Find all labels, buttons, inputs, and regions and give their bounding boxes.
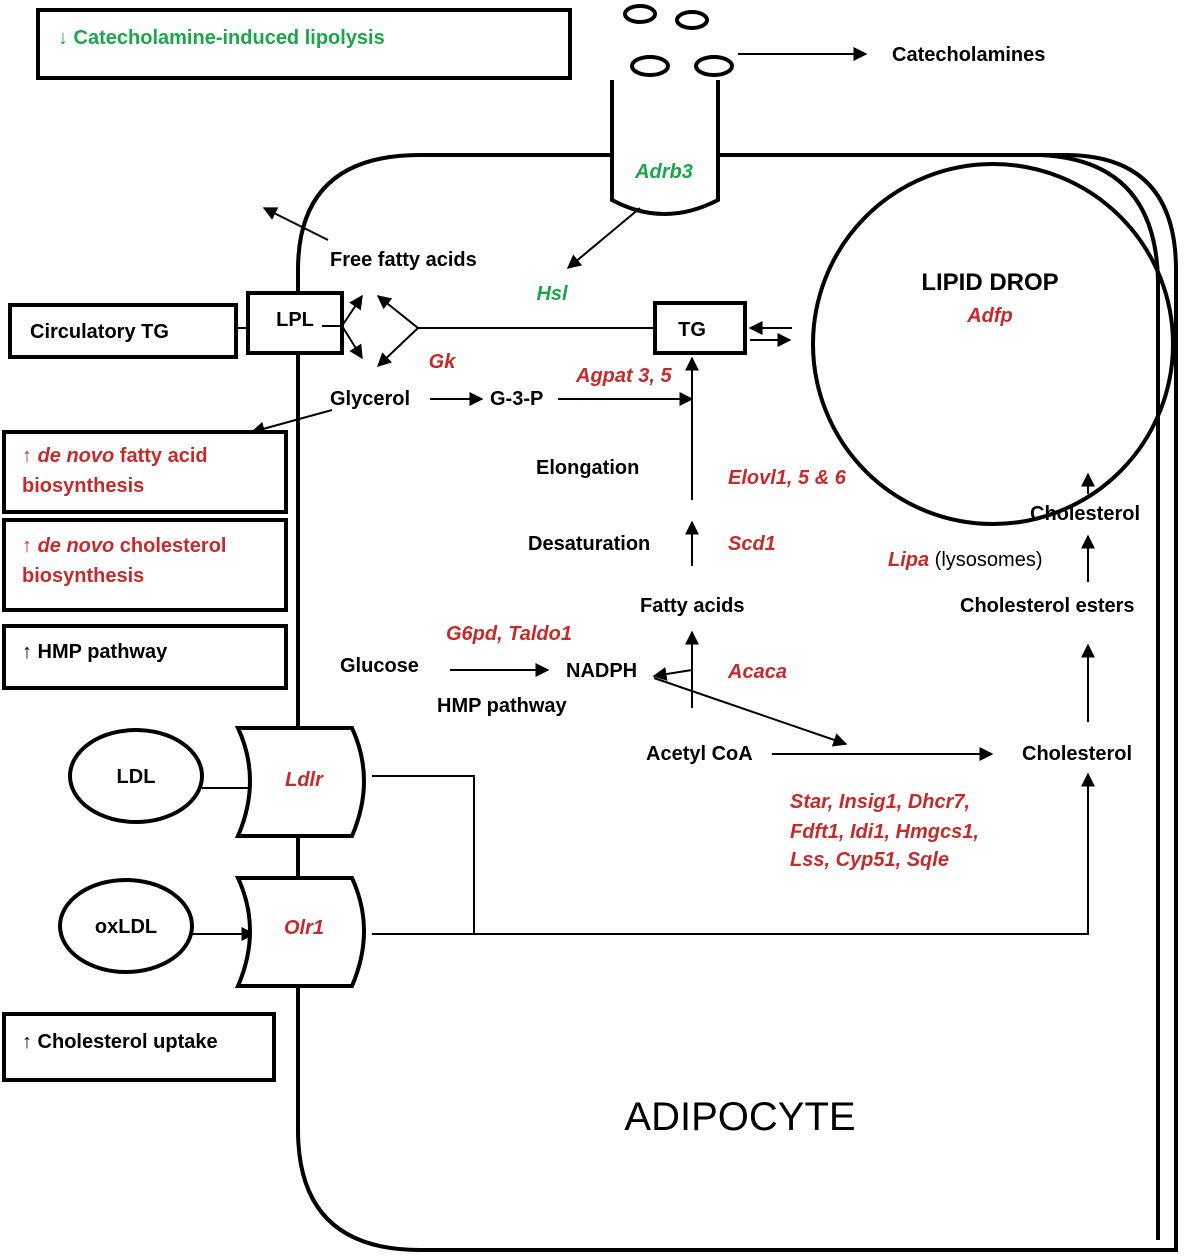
arrow-uptake-cholesterol <box>372 772 1095 935</box>
fa-biosynthesis-box <box>2 430 288 514</box>
label-glucose: Glucose <box>340 655 419 677</box>
label-adipocyte: ADIPOCYTE <box>624 1095 855 1139</box>
ldl-particle <box>68 728 204 824</box>
gene-agpat: Agpat 3, 5 <box>575 365 672 387</box>
gene-adrb3: Adrb3 <box>634 161 693 183</box>
label-catecholamines: Catecholamines <box>892 44 1045 66</box>
gene-adfp: Adfp <box>966 305 1013 327</box>
cell-membrane <box>296 153 1178 1252</box>
gene-scd1: Scd1 <box>728 533 776 555</box>
label-acetyl-coa: Acetyl CoA <box>646 743 753 765</box>
arrow-glycerol-summary <box>250 409 333 436</box>
label-oxldl: oxLDL <box>95 916 157 938</box>
label-fa-biosynthesis-1: ↑ de novo fatty acid <box>22 445 208 467</box>
gene-elovl: Elovl1, 5 & 6 <box>728 467 847 489</box>
label-glycerol: Glycerol <box>330 388 410 410</box>
arrow-tg-ffa <box>376 295 419 329</box>
gene-lipa: Lipa (lysosomes) <box>888 549 1042 571</box>
label-fa-biosynthesis-2: biosynthesis <box>22 475 144 497</box>
arrow-nadph-to-chol <box>653 677 848 747</box>
arrow-ffa-out <box>262 207 329 241</box>
tg-box <box>653 301 747 355</box>
gene-acaca: Acaca <box>727 661 787 683</box>
label-cholesterol-esters: Cholesterol esters <box>960 595 1135 617</box>
label-g3p: G-3-P <box>490 388 543 410</box>
gene-g6pd: G6pd, Taldo1 <box>446 623 572 645</box>
label-cholesterol-top: Cholesterol <box>1030 503 1140 525</box>
label-lipid-drop: LIPID DROP <box>921 269 1058 296</box>
olr1-receptor <box>234 876 366 988</box>
gene-gk: Gk <box>429 351 457 373</box>
label-free-fatty-acids: Free fatty acids <box>330 249 477 271</box>
arrow-lpl-ffa <box>341 294 363 327</box>
label-uptake: ↑ Cholesterol uptake <box>22 1031 218 1053</box>
label-chol-biosynthesis-2: biosynthesis <box>22 565 144 587</box>
uptake-box <box>2 1012 276 1082</box>
arrow-lpl-glycerol <box>341 325 363 360</box>
ldlr-receptor <box>234 726 366 838</box>
label-ldl: LDL <box>117 766 156 788</box>
arrow-nadph-to-fa <box>652 667 693 681</box>
label-elongation: Elongation <box>536 457 639 479</box>
lpl-box <box>246 291 344 355</box>
hmp-box <box>2 624 288 690</box>
label-circulatory-tg: Circulatory TG <box>30 321 169 343</box>
label-hmp-summary: ↑ HMP pathway <box>22 641 168 663</box>
label-fatty-acids: Fatty acids <box>640 595 744 617</box>
gene-chol-line1: Star, Insig1, Dhcr7, <box>790 791 970 813</box>
label-desaturation: Desaturation <box>528 533 650 555</box>
oxldl-particle <box>58 878 194 974</box>
gene-hsl: Hsl <box>536 283 568 305</box>
arrow-hsl <box>566 207 641 269</box>
label-lpl: LPL <box>276 309 314 331</box>
lipolysis-box <box>36 8 572 80</box>
adrb3-receptor <box>610 4 734 216</box>
cell-membrane-inner <box>1039 153 1160 1240</box>
gene-chol-line3: Lss, Cyp51, Sqle <box>790 849 949 871</box>
line-ldlr-uptake <box>372 775 475 934</box>
label-tg: TG <box>678 319 706 341</box>
lipid-drop <box>811 162 1175 526</box>
circulatory-tg-box <box>8 303 238 359</box>
arrow-tg-glycerol <box>376 327 419 367</box>
label-cholesterol-main: Cholesterol <box>1022 743 1132 765</box>
gene-chol-line2: Fdft1, Idi1, Hmgcs1, <box>790 821 979 843</box>
gene-olr1: Olr1 <box>284 917 324 939</box>
label-lipolysis: ↓ Catecholamine-induced lipolysis <box>58 27 385 49</box>
label-nadph: NADPH <box>566 660 637 682</box>
chol-biosynthesis-box <box>2 518 288 612</box>
gene-ldlr: Ldlr <box>285 769 324 791</box>
label-hmp-pathway: HMP pathway <box>437 695 568 717</box>
label-chol-biosynthesis-1: ↑ de novo cholesterol <box>22 535 227 557</box>
